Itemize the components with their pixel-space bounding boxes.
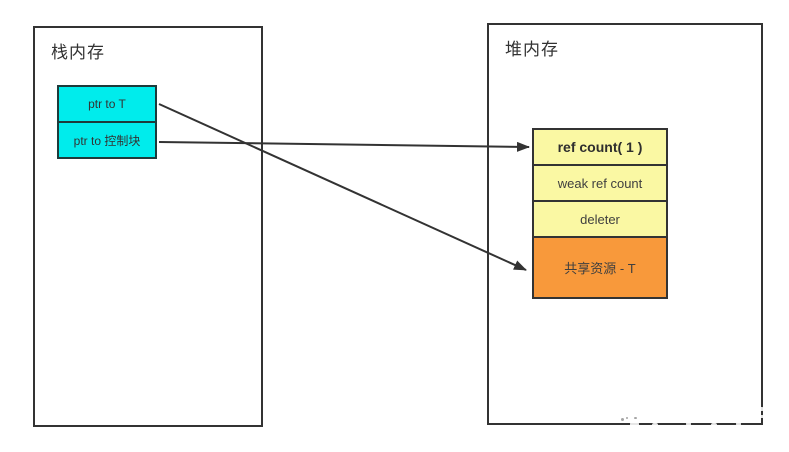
ref-count-cell: ref count( 1 ) (532, 128, 668, 166)
ptr-to-control-block-cell: ptr to 控制块 (57, 121, 157, 159)
shared-resource-cell: 共享资源 - T (532, 236, 668, 299)
deleter-cell: deleter (532, 200, 668, 238)
pointer-table: ptr to T ptr to 控制块 (57, 85, 157, 159)
stack-memory-title: 栈内存 (51, 43, 105, 62)
weak-ref-count-cell: weak ref count (532, 164, 668, 202)
control-block-table: ref count( 1 ) weak ref count deleter 共享… (532, 128, 668, 299)
heap-memory-title: 堆内存 (505, 40, 559, 59)
ptr-to-t-cell: ptr to T (57, 85, 157, 123)
